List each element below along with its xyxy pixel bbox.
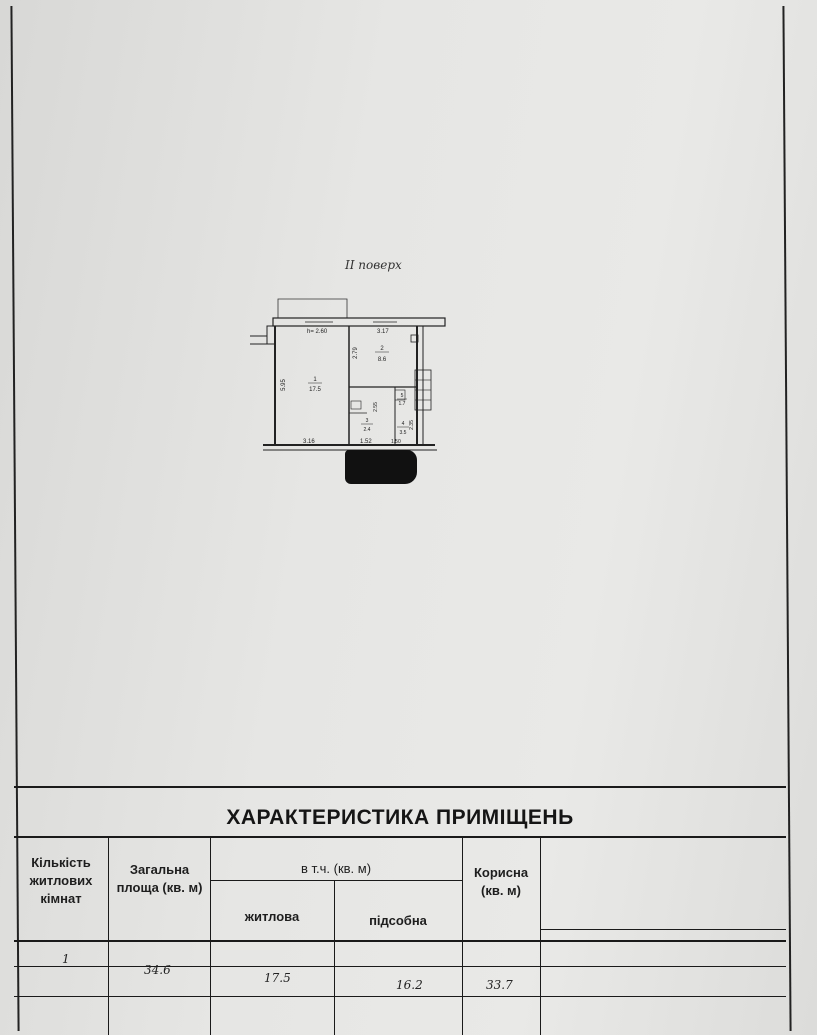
header-rooms-count: Кількість житлових кімнат: [29, 855, 93, 906]
value-auxiliary: 16.2: [396, 978, 423, 992]
header-auxiliary: підсобна: [369, 913, 427, 928]
dim-bottom-right: 1.50: [391, 439, 401, 445]
value-total-area: 34.6: [144, 963, 171, 977]
dim-bottom-left: 3.16: [303, 439, 315, 445]
dim-ceiling: h= 2.60: [307, 329, 328, 335]
header-useful: Корисна (кв. м): [473, 865, 529, 898]
floor-label: II поверх: [345, 258, 402, 272]
value-useful: 33.7: [486, 978, 513, 992]
room-2-area: 8.6: [378, 357, 387, 363]
room-2-number: 2: [380, 346, 384, 352]
header-incl: в т.ч. (кв. м): [300, 861, 372, 876]
room-3-area: 2.4: [364, 427, 371, 433]
room-4-area: 3.5: [400, 430, 407, 436]
dim-mid-vertical: 2.79: [353, 347, 359, 359]
dim-left-side: 5.95: [281, 379, 287, 391]
room-5-area: 1.7: [399, 401, 406, 407]
table-title: ХАРАКТЕРИСТИКА ПРИМІЩЕНЬ: [226, 806, 574, 829]
room-4-number: 4: [402, 421, 405, 427]
room-1-number: 1: [313, 377, 317, 383]
dim-bath-vertical: 2.35: [409, 420, 415, 430]
characteristics-table: ХАРАКТЕРИСТИКА ПРИМІЩЕНЬ Кількість житло…: [14, 786, 786, 1035]
value-living: 17.5: [264, 971, 291, 985]
room-5-number: 5: [401, 393, 404, 399]
header-living: житлова: [244, 909, 300, 924]
value-rooms-count: 1: [62, 952, 70, 966]
redaction-mark: [345, 450, 417, 484]
dim-hall-vertical: 2.55: [373, 402, 379, 412]
room-3-number: 3: [366, 418, 369, 424]
room-1-area: 17.5: [309, 387, 321, 393]
dim-bottom-mid: 1.52: [360, 439, 372, 445]
dim-top-right: 3.17: [377, 329, 389, 335]
header-total-area: Загальна площа (кв. м): [116, 862, 203, 895]
